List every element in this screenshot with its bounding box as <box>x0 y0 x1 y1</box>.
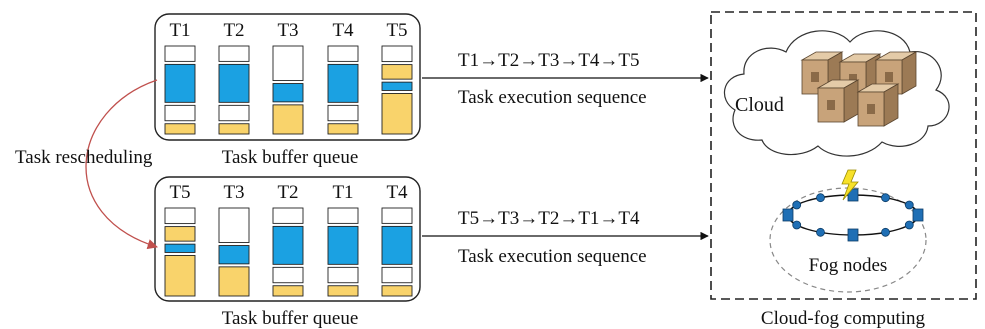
bottom-task-name: T2 <box>277 182 298 203</box>
fog-node-dot <box>881 193 890 203</box>
bottom-task-segment-white <box>327 207 359 224</box>
bottom-task-segment-yellow <box>164 226 196 242</box>
top-task-segment-white <box>327 45 359 62</box>
top-task-name: T1 <box>169 20 190 41</box>
bottom-task-segment-white <box>381 207 413 224</box>
bottom-task-segment-white <box>218 207 250 243</box>
top-task-name: T5 <box>386 20 407 41</box>
top-sequence-order: T1→T2→T3→T4→T5 <box>458 50 640 71</box>
bottom-task-segment-yellow <box>327 285 359 297</box>
top-task-segment-white <box>164 104 196 122</box>
bottom-task-segment-white <box>272 207 304 224</box>
bottom-task-name: T3 <box>223 182 244 203</box>
bottom-task-segment-blue <box>218 245 250 265</box>
bottom-task-segment-blue <box>272 225 304 265</box>
top-queue-label: Task buffer queue <box>222 147 359 168</box>
fog-device-icon <box>847 188 859 202</box>
top-task-segment-yellow <box>164 123 196 135</box>
top-task-segment-white <box>164 45 196 62</box>
server-cluster <box>800 51 918 127</box>
top-task-segment-white <box>218 104 250 122</box>
bottom-task-segment-yellow <box>218 266 250 297</box>
fog-node-group <box>782 188 924 242</box>
top-task-segment-blue <box>327 63 359 103</box>
bottom-task-segment-yellow <box>272 285 304 297</box>
bottom-sequence-label: Task execution sequence <box>458 246 647 267</box>
fog-device-icon <box>912 208 924 222</box>
bottom-task-segment-blue <box>164 243 196 253</box>
fog-device-icon <box>782 208 794 222</box>
top-task-segment-blue <box>381 81 413 91</box>
top-task-segment-blue <box>218 63 250 103</box>
top-task-segment-white <box>381 45 413 63</box>
top-task-name: T4 <box>332 20 354 41</box>
lightning-icon <box>841 169 859 201</box>
top-task-segment-white <box>272 45 304 81</box>
top-task-segment-white <box>327 104 359 122</box>
fog-device-icon <box>847 228 859 242</box>
top-task-segment-white <box>218 45 250 62</box>
cloud-label: Cloud <box>735 94 784 116</box>
top-task-segment-yellow <box>381 64 413 80</box>
top-task-segment-yellow <box>218 123 250 135</box>
cloud-fog-box <box>710 11 977 300</box>
bottom-task-name: T4 <box>386 182 408 203</box>
fog-node-dot <box>816 193 825 203</box>
top-queue-box <box>154 13 421 141</box>
top-sequence-label: Task execution sequence <box>458 87 647 108</box>
rescheduling-arrow <box>85 79 158 250</box>
bottom-task-segment-white <box>272 266 304 284</box>
bottom-task-name: T5 <box>169 182 190 203</box>
top-task-segment-yellow <box>327 123 359 135</box>
bottom-task-segment-white <box>381 266 413 284</box>
bottom-sequence-order: T5→T3→T2→T1→T4 <box>458 208 640 229</box>
top-task-segment-blue <box>272 83 304 103</box>
bottom-queue-box <box>154 176 421 302</box>
bottom-task-segment-white <box>164 207 196 225</box>
fog-node-dot <box>904 200 914 210</box>
top-task-name: T3 <box>277 20 298 41</box>
bottom-task-name: T1 <box>332 182 353 203</box>
top-task-segment-yellow <box>272 104 304 135</box>
bottom-task-segment-white <box>327 266 359 284</box>
top-task-segment-blue <box>164 63 196 103</box>
server-icon <box>816 79 860 123</box>
fog-node-dot <box>904 220 914 230</box>
top-task-columns: T1 T2 T3 T4 T5 <box>164 20 413 135</box>
rescheduling-label: Task rescheduling <box>15 147 153 168</box>
fog-label: Fog nodes <box>809 255 888 276</box>
bottom-task-columns: T5 T3 T2 T1 T4 <box>164 182 413 297</box>
top-task-name: T2 <box>223 20 244 41</box>
bottom-task-segment-yellow <box>381 285 413 297</box>
bottom-task-segment-blue <box>381 225 413 265</box>
bottom-task-segment-yellow <box>164 255 196 297</box>
fog-node-dot <box>792 200 802 210</box>
fog-node-dot <box>881 227 890 237</box>
bottom-task-segment-blue <box>327 225 359 265</box>
top-task-segment-yellow <box>381 93 413 135</box>
cloud-fog-label: Cloud-fog computing <box>761 308 926 329</box>
bottom-queue-label: Task buffer queue <box>222 308 359 329</box>
fog-node-dot <box>792 220 802 230</box>
fog-node-dot <box>816 227 825 237</box>
server-icon <box>856 83 900 127</box>
